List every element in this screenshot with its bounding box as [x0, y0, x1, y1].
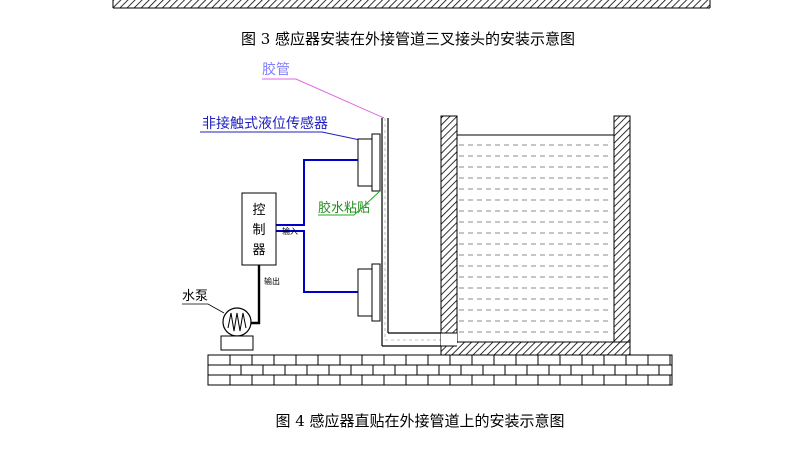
sensor-label: 非接触式液位传感器	[202, 115, 328, 132]
controller-box: 控 制 器	[241, 192, 277, 266]
pump-leader-line	[182, 303, 225, 314]
glue-leader-line	[318, 191, 380, 216]
ground-base	[207, 354, 673, 386]
hose-leader-line	[262, 78, 385, 119]
figure-4-caption: 图 4 感应器直贴在外接管道上的安装示意图	[275, 412, 564, 430]
controller-char-3: 器	[252, 243, 265, 258]
power-wire	[250, 265, 261, 325]
upper-sensor	[357, 133, 381, 192]
pump-label: 水泵	[182, 289, 208, 304]
vertical-pipe	[381, 118, 441, 347]
controller-char-2: 制	[252, 223, 265, 238]
figure-3-caption: 图 3 感应器安装在外接管道三叉接头的安装示意图	[241, 30, 575, 48]
water-pump	[220, 307, 254, 351]
input-label: 输入	[282, 226, 298, 236]
controller-char-1: 控	[252, 203, 265, 218]
tank-water	[459, 144, 612, 333]
water-tank	[440, 115, 631, 356]
lower-sensor	[357, 263, 381, 322]
hose-label: 胶管	[262, 61, 290, 78]
sensor-leader-line	[200, 131, 361, 141]
output-label: 输出	[264, 276, 280, 286]
signal-wires	[276, 159, 358, 293]
previous-figure-strip	[112, 0, 711, 9]
